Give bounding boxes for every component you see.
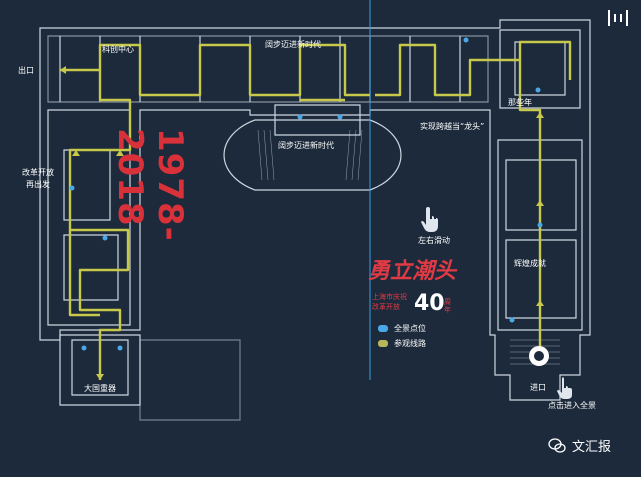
event-logo-sub2: 改革开放 — [372, 303, 400, 311]
label-leap: 实现跨越当“龙头” — [420, 122, 485, 131]
swipe-hand-icon — [421, 207, 438, 232]
route-arrows — [60, 66, 544, 380]
event-logo-number: 40 — [414, 291, 445, 316]
legend-item-panorama: 全景点位 — [378, 322, 426, 334]
years-banner: 1978-2018 — [110, 128, 190, 242]
brand-footer: 文汇报 — [548, 436, 611, 455]
legend-item-route: 参观线路 — [378, 337, 426, 349]
label-innovation-center: 科创中心 — [102, 45, 134, 54]
legend-swatch-route — [378, 339, 388, 347]
audio-wave-icon[interactable] — [606, 8, 630, 28]
route-path — [60, 40, 572, 380]
label-achievements: 辉煌成就 — [514, 259, 546, 268]
event-logo-sub1: 上海市庆祝 — [372, 293, 407, 301]
tap-hand-icon — [557, 377, 572, 399]
swipe-hint: 左右滑动 — [418, 236, 450, 245]
event-logo-title: 勇立潮头 — [368, 258, 457, 284]
event-logo-side: 周年 — [444, 298, 451, 314]
enter-panorama-button[interactable]: 点击进入全景 — [548, 401, 596, 410]
legend-label-panorama: 全景点位 — [394, 323, 426, 333]
label-heavy-weapon: 大国重器 — [84, 384, 116, 393]
brand-name: 文汇报 — [572, 440, 612, 455]
label-that-year: 那些年 — [508, 98, 532, 107]
label-exit: 出口 — [18, 66, 34, 75]
label-new-era-bottom: 阔步迈进新时代 — [278, 141, 334, 150]
wechat-icon — [548, 437, 566, 453]
entrance-marker-icon[interactable] — [527, 344, 551, 368]
label-new-era-top: 阔步迈进新时代 — [265, 40, 321, 49]
label-entrance: 进口 — [530, 383, 546, 392]
legend-swatch-panorama — [378, 324, 388, 332]
panorama-points — [69, 37, 543, 351]
legend-label-route: 参观线路 — [394, 338, 426, 348]
label-reform-1: 改革开放 — [22, 168, 54, 177]
label-reform-2: 再出发 — [26, 180, 50, 189]
